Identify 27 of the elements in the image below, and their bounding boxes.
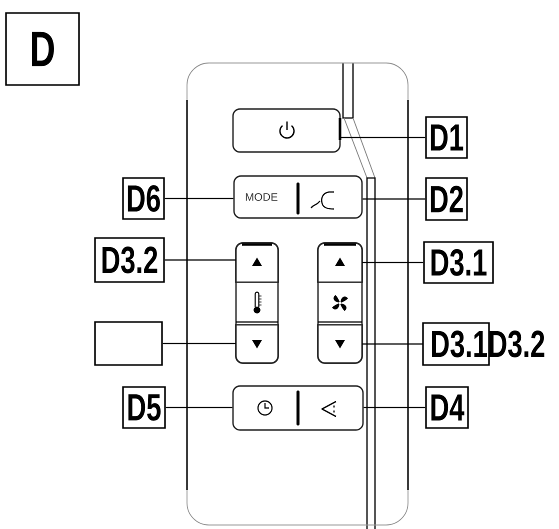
figure-label: D <box>5 12 80 86</box>
callout-label: D3.2 <box>94 237 165 283</box>
empty-callout-box <box>94 321 163 366</box>
power-button <box>232 108 342 153</box>
leader-line <box>164 198 234 200</box>
down-button <box>235 324 279 364</box>
up-button <box>317 242 363 283</box>
leader-line <box>362 198 426 200</box>
callout-label: D3.1 <box>423 241 494 284</box>
button-column <box>235 242 279 364</box>
leader-line <box>340 136 426 138</box>
callout-label: D1 <box>425 116 468 159</box>
button-column <box>317 242 363 364</box>
leader-line <box>364 406 426 408</box>
leader-line <box>164 259 236 261</box>
down-button <box>317 324 363 364</box>
leader-line <box>162 342 236 344</box>
leader-line <box>362 343 423 345</box>
leader-line <box>166 406 232 408</box>
callout-label: D4 <box>425 386 469 429</box>
up-button <box>235 242 279 283</box>
mode-button: MODE <box>233 175 363 219</box>
leader-line <box>362 262 424 264</box>
callout-label: D5 <box>122 386 166 429</box>
callout-label: D2 <box>425 177 468 221</box>
split-button <box>232 385 364 431</box>
callout-label: D6 <box>122 177 165 220</box>
